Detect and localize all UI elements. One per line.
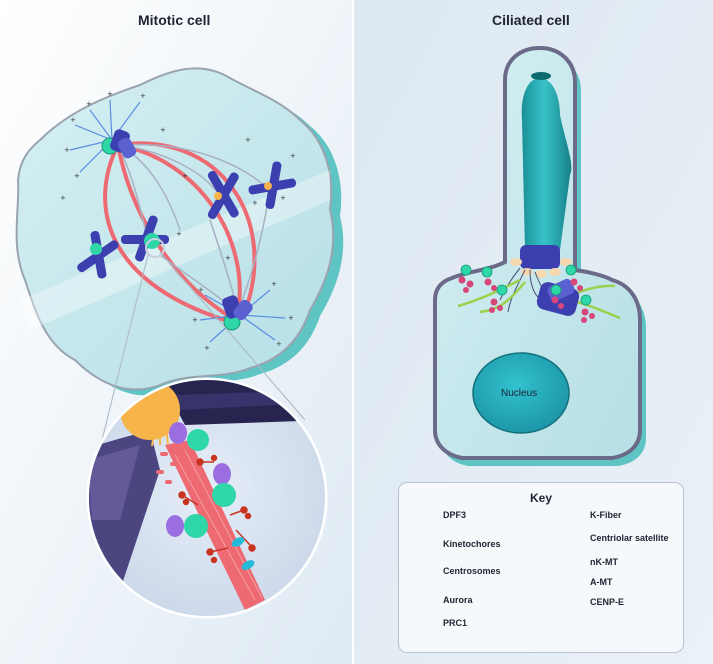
key-item-centriolar-satellite: Centriolar satellite bbox=[590, 533, 669, 543]
svg-text:+: + bbox=[86, 100, 92, 108]
svg-text:+: + bbox=[276, 340, 282, 348]
ciliated-cell-title: Ciliated cell bbox=[492, 12, 570, 28]
magnified-kinetochore-view bbox=[86, 377, 328, 619]
svg-text:+: + bbox=[225, 254, 231, 262]
svg-text:+: + bbox=[160, 126, 166, 134]
svg-text:+: + bbox=[192, 316, 198, 324]
svg-text:+: + bbox=[245, 136, 251, 144]
svg-text:+: + bbox=[64, 146, 70, 154]
svg-text:+: + bbox=[288, 314, 294, 322]
svg-text:+: + bbox=[290, 152, 296, 160]
svg-text:+: + bbox=[182, 172, 188, 180]
key-item-centrosomes: Centrosomes bbox=[443, 566, 501, 576]
key-item-aurora: Aurora bbox=[443, 595, 473, 605]
svg-text:+: + bbox=[271, 280, 277, 288]
key-item-kinetochores: Kinetochores bbox=[443, 539, 501, 549]
key-item-cenp-e: CENP-E bbox=[590, 597, 625, 607]
nucleus-label: Nucleus bbox=[501, 388, 538, 399]
ciliated-cell bbox=[433, 45, 646, 466]
key-item-k-fiber: K-Fiber bbox=[590, 510, 622, 520]
svg-text:+: + bbox=[60, 194, 66, 202]
key-item-dpf3: DPF3 bbox=[443, 510, 467, 520]
svg-text:+: + bbox=[140, 92, 146, 100]
centrosome-top-icon bbox=[101, 129, 137, 159]
key-item-nk-mt: nK-MT bbox=[590, 557, 618, 567]
svg-text:+: + bbox=[198, 286, 204, 294]
key-legend: Key bbox=[398, 482, 684, 653]
key-item-prc1: PRC1 bbox=[443, 618, 468, 628]
svg-text:+: + bbox=[107, 90, 113, 98]
svg-text:+: + bbox=[70, 116, 76, 124]
mitotic-cell: + + + + + + + + + + + + + + + + + + + + + bbox=[15, 67, 344, 441]
svg-text:+: + bbox=[74, 172, 80, 180]
key-item-a-mt: A-MT bbox=[590, 577, 613, 587]
svg-text:+: + bbox=[280, 194, 286, 202]
svg-text:+: + bbox=[176, 230, 182, 238]
key-title: Key bbox=[529, 491, 552, 505]
svg-text:+: + bbox=[252, 199, 258, 207]
mitotic-cell-title: Mitotic cell bbox=[138, 12, 211, 28]
svg-text:+: + bbox=[204, 344, 210, 352]
nucleus bbox=[472, 352, 570, 434]
centrosome-bottom-icon bbox=[222, 295, 253, 331]
